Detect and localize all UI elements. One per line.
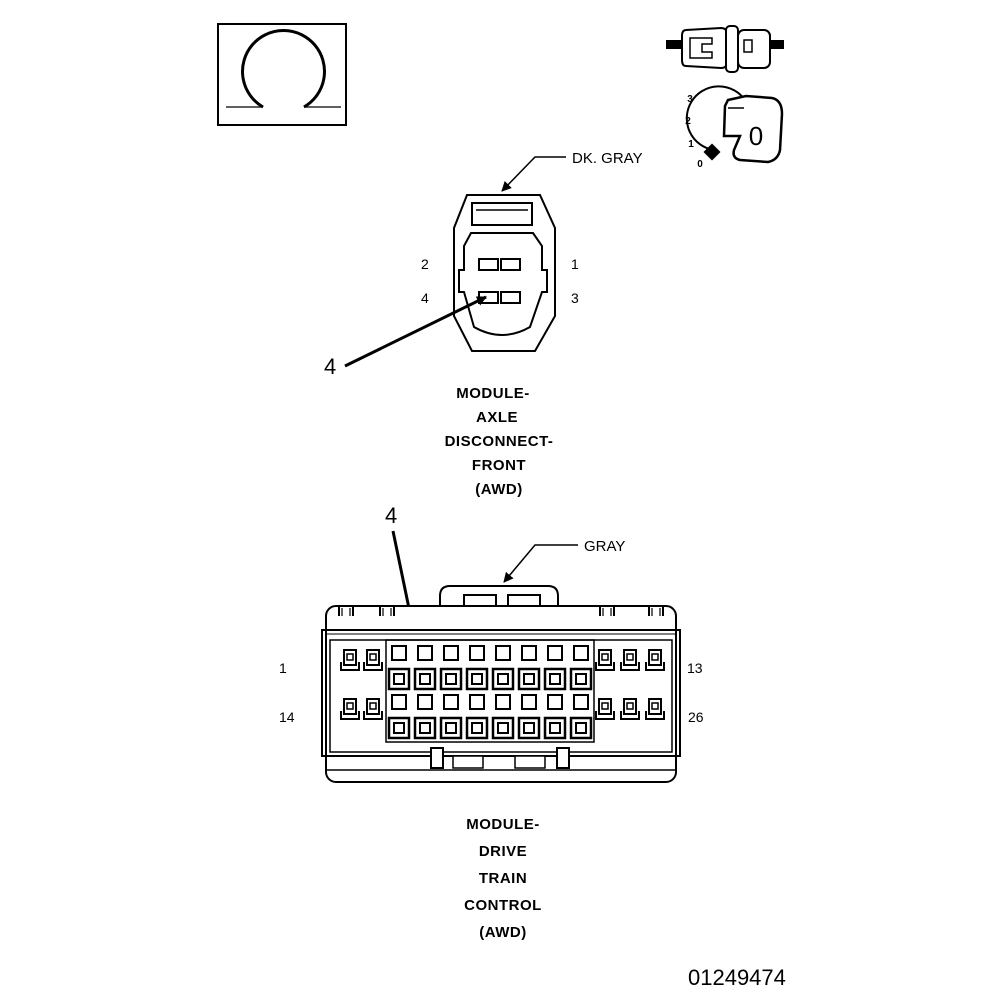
connector-2-title-line-3: TRAIN — [479, 870, 527, 887]
connector-1-title-line-3: DISCONNECT- — [445, 433, 554, 450]
connector-2-title-line-5: (AWD) — [479, 924, 527, 941]
connector-1-pin-2: 2 — [421, 256, 429, 272]
connector-2-color-label: GRAY — [584, 538, 625, 555]
connector-1-title-line-5: (AWD) — [475, 481, 523, 498]
key-position-1: 1 — [688, 139, 694, 150]
connector-1-pin-3: 3 — [571, 290, 579, 306]
ignition-run-icon — [217, 23, 347, 126]
connector-1-color-label: DK. GRAY — [572, 150, 643, 167]
connector-2-pin-14: 14 — [279, 709, 295, 725]
connector-1-pin-4: 4 — [421, 290, 429, 306]
key-position-2: 2 — [685, 116, 691, 127]
figure-id: 01249474 — [688, 965, 786, 990]
connector-2-pin-1: 1 — [279, 660, 287, 676]
key-label: 0 — [749, 121, 763, 151]
connector-2-pin-13: 13 — [687, 660, 703, 676]
connector-1-title-line-4: FRONT — [472, 457, 526, 474]
connector-1-callout: 4 — [324, 354, 336, 379]
connector-2-pin-26: 26 — [688, 709, 704, 725]
connector-2-title-line-2: DRIVE — [479, 843, 527, 860]
connector-2-title-line-1: MODULE- — [466, 816, 540, 833]
connector-1-title-line-2: AXLE — [476, 409, 518, 426]
key-position-3: 3 — [687, 94, 693, 105]
connector-1-pin-1: 1 — [571, 256, 579, 272]
drive-train-control-connector: GRAY 4 — [279, 503, 704, 941]
key-position-0: 0 — [697, 159, 703, 170]
connector-icon — [666, 25, 784, 73]
axle-disconnect-connector: DK. GRAY 2 1 4 3 4 MODULE- AXLE DISCONNE… — [324, 150, 643, 498]
connector-2-callout: 4 — [385, 503, 397, 528]
key-switch-icon: 3 2 1 0 0 — [685, 85, 784, 170]
connector-2-title-line-4: CONTROL — [464, 897, 542, 914]
connector-1-title-line-1: MODULE- — [456, 385, 530, 402]
